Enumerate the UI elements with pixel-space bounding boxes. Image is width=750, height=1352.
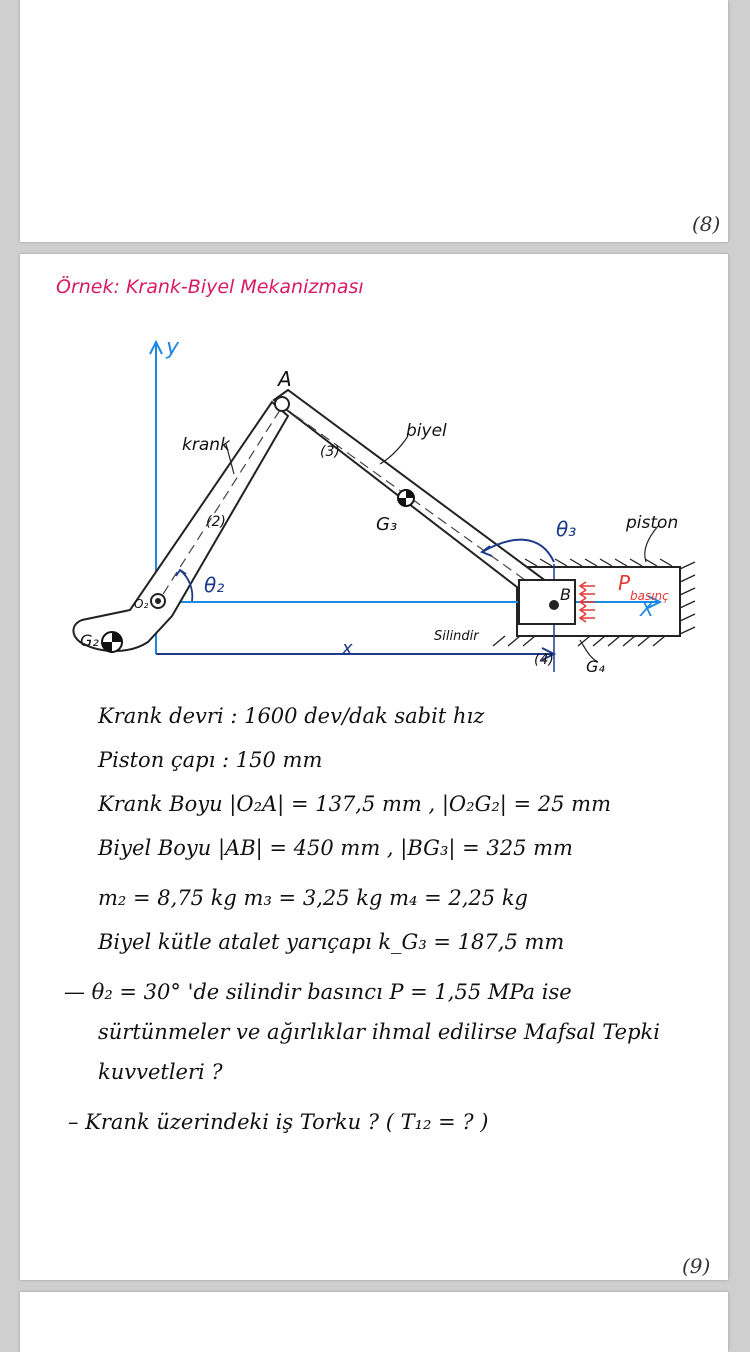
x-axis-cross: X <box>639 597 655 621</box>
line-question-1b: sürtünmeler ve ağırlıklar ihmal edilirse… <box>98 1020 660 1044</box>
crank-link <box>72 400 290 652</box>
mechanism-diagram: y X x <box>72 335 696 676</box>
label-pressure-sub: basınç <box>630 589 669 603</box>
next-page <box>20 1292 728 1352</box>
joint-B <box>549 600 559 610</box>
line-krank-devri: Krank devri : 1600 dev/dak sabit hız <box>98 704 485 728</box>
label-theta2: θ₂ <box>204 573 224 597</box>
cg-G3 <box>397 489 415 507</box>
line-krank-boyu: Krank Boyu |O₂A| = 137,5 mm , |O₂G₂| = 2… <box>98 792 612 816</box>
line-masses: m₂ = 8,75 kg m₃ = 3,25 kg m₄ = 2,25 kg <box>98 886 528 910</box>
page-number-main: (9) <box>682 1254 711 1278</box>
label-A: A <box>276 367 292 391</box>
label-G3: G₃ <box>376 514 397 535</box>
previous-page: (8) <box>20 0 728 242</box>
label-piston: piston <box>625 513 678 533</box>
theta3-arc <box>481 538 555 563</box>
y-axis-label: y <box>165 335 180 360</box>
label-link3: (3) <box>320 444 340 460</box>
cylinder-hatching <box>492 558 696 647</box>
pressure-arrows <box>578 581 595 623</box>
label-krank: krank <box>182 435 231 455</box>
joint-A <box>274 396 290 412</box>
line-radius-gyration: Biyel kütle atalet yarıçapı k_G₃ = 187,5… <box>98 930 565 954</box>
label-biyel: biyel <box>406 421 447 441</box>
label-link4: (4) <box>534 652 554 668</box>
line-question-1c: kuvvetleri ? <box>98 1060 223 1084</box>
line-question-1a: — θ₂ = 30° 'de silindir basıncı P = 1,55… <box>64 980 572 1004</box>
document-page: Örnek: Krank-Biyel Mekanizması <box>20 254 728 1280</box>
x-dimension-label: x <box>341 638 353 659</box>
cg-G2 <box>101 631 123 653</box>
page-number-top: (8) <box>692 212 721 236</box>
label-theta3: θ₃ <box>556 517 576 541</box>
line-piston-capi: Piston çapı : 150 mm <box>98 748 323 772</box>
page-title: Örnek: Krank-Biyel Mekanizması <box>56 276 364 298</box>
label-G4: G₄ <box>586 657 605 676</box>
label-B: B <box>560 585 571 604</box>
label-link2: (2) <box>206 514 226 530</box>
label-O2: O₂ <box>134 597 148 611</box>
label-G2: G₂ <box>80 631 99 650</box>
line-biyel-boyu: Biyel Boyu |AB| = 450 mm , |BG₃| = 325 m… <box>98 836 573 860</box>
piston <box>518 579 576 625</box>
line-question-2: – Krank üzerindeki iş Torku ? ( T₁₂ = ? … <box>68 1110 489 1134</box>
label-silindir: Silindir <box>434 629 480 644</box>
label-pressure: P <box>618 571 631 595</box>
